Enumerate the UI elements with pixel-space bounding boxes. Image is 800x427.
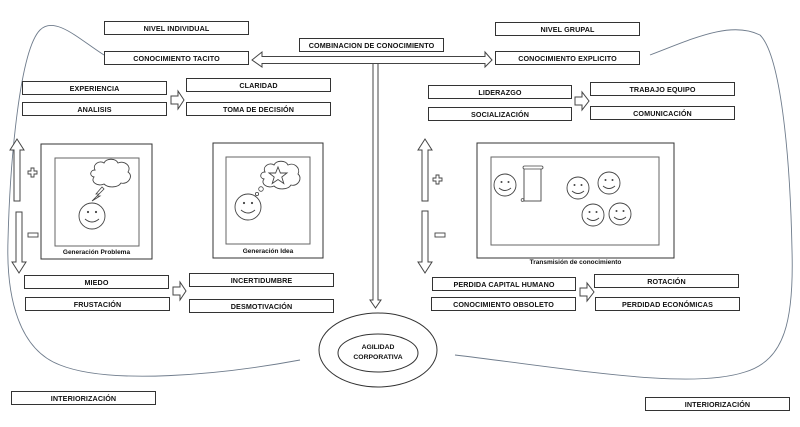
combination-double-arrow — [251, 50, 493, 69]
idea-scene-caption: Generación Idea — [242, 248, 294, 255]
right-cycle-curve — [454, 29, 793, 380]
left-plus-sign — [27, 167, 38, 178]
left-cycle-curve — [7, 24, 301, 377]
transmission-scene-inner-frame — [490, 156, 660, 246]
right-up-arrow — [417, 138, 433, 202]
thought-bubble-dot — [258, 186, 264, 192]
leadership-box: LIDERAZGO — [428, 85, 572, 99]
right-minus-sign — [434, 232, 446, 238]
left-down-arrow — [11, 211, 27, 274]
demotivation-box: DESMOTIVACIÓN — [189, 299, 334, 313]
rotation-box: ROTACIÓN — [594, 274, 739, 288]
agility-inner-ellipse — [337, 333, 419, 373]
lightning-bolt-icon — [91, 186, 105, 202]
internalization-right-box: INTERIORIZACIÓN — [645, 397, 790, 411]
smiley-face-icon — [597, 171, 621, 195]
scroll-document-icon — [520, 165, 544, 202]
smiley-face-icon — [581, 203, 605, 227]
smiley-face-icon — [234, 193, 262, 221]
economic-loss-box: PERDIDAD ECONÓMICAS — [595, 297, 740, 311]
left-up-arrow — [9, 138, 25, 202]
transmission-faces — [493, 171, 632, 227]
fear-box: MIEDO — [24, 275, 169, 289]
smiley-face-icon — [493, 173, 517, 197]
tacit-knowledge-box: CONOCIMIENTO TACITO — [104, 51, 249, 65]
smiley-face-icon — [566, 176, 590, 200]
socialization-box: SOCIALIZACIÓN — [428, 107, 572, 121]
thought-bubble-dot — [254, 191, 259, 196]
agility-label-line1: AGILIDAD — [361, 344, 395, 351]
level-group-box: NIVEL GRUPAL — [495, 22, 640, 36]
right-plus-sign — [432, 174, 443, 185]
problem-scene-caption: Generación Problema — [62, 249, 131, 256]
down-arrow-to-agility — [369, 63, 382, 309]
communication-box: COMUNICACIÓN — [590, 106, 735, 120]
human-capital-loss-box: PERDIDA CAPITAL HUMANO — [432, 277, 576, 291]
explicit-knowledge-box: CONOCIMIENTO EXPLICITO — [495, 51, 640, 65]
teamwork-box: TRABAJO EQUIPO — [590, 82, 735, 96]
left-minus-sign — [27, 232, 39, 238]
right-bottom-block-arrow — [579, 281, 595, 303]
left-bottom-block-arrow — [172, 280, 187, 302]
thought-cloud-icon — [90, 158, 131, 188]
decision-making-box: TOMA DE DECISIÓN — [186, 102, 331, 116]
star-icon — [267, 165, 289, 185]
right-down-arrow — [417, 210, 433, 274]
clarity-box: CLARIDAD — [186, 78, 331, 92]
frustration-box: FRUSTACIÓN — [25, 297, 170, 311]
experience-box: EXPERIENCIA — [22, 81, 167, 95]
internalization-left-box: INTERIORIZACIÓN — [11, 391, 156, 405]
right-top-block-arrow — [574, 90, 590, 112]
smiley-face-icon — [78, 202, 106, 230]
analysis-box: ANALISIS — [22, 102, 167, 116]
combination-title-box: COMBINACION DE CONOCIMIENTO — [299, 38, 444, 52]
left-top-block-arrow — [170, 89, 185, 111]
agility-label: AGILIDAD CORPORATIVA — [338, 343, 418, 363]
uncertainty-box: INCERTIDUMBRE — [189, 273, 334, 287]
transmission-scene-caption: Transmisión de conocimiento — [529, 259, 622, 266]
smiley-face-icon — [608, 202, 632, 226]
agility-label-line2: CORPORATIVA — [353, 354, 403, 361]
obsolete-knowledge-box: CONOCIMIENTO OBSOLETO — [431, 297, 576, 311]
level-individual-box: NIVEL INDIVIDUAL — [104, 21, 249, 35]
